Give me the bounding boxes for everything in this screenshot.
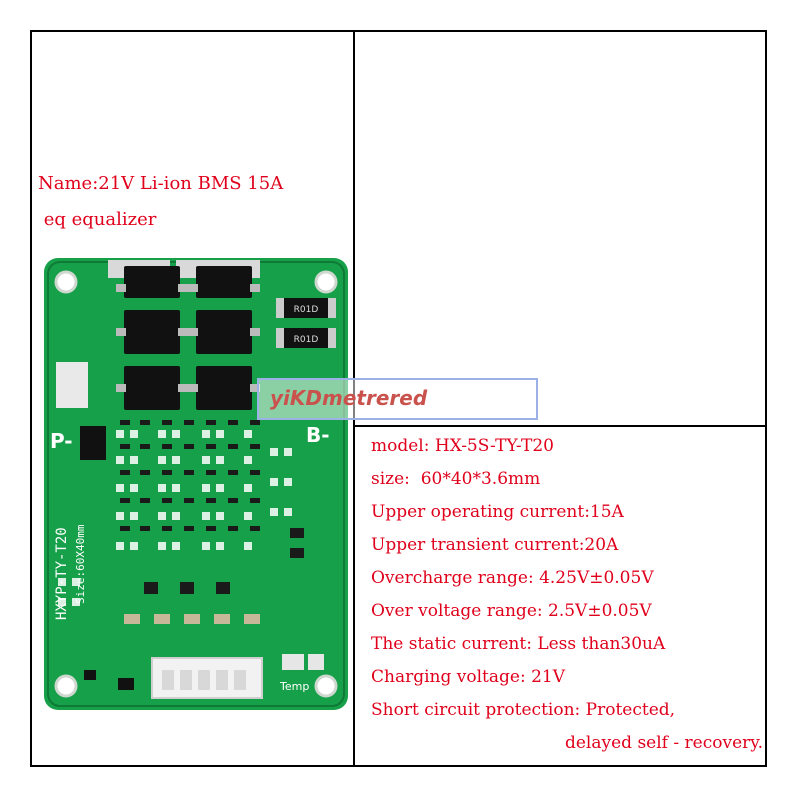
table-frame bbox=[30, 30, 767, 767]
spec-size: size: 60*40*3.6mm bbox=[371, 469, 541, 489]
spec-charging-voltage: Charging voltage: 21V bbox=[371, 667, 565, 687]
product-name-line-2: eq equalizer bbox=[38, 209, 157, 230]
mounting-hole bbox=[314, 270, 338, 294]
spec-short-circuit: Short circuit protection: Protected, bbox=[371, 700, 676, 720]
spec-list: model: HX-5S-TY-T20 size: 60*40*3.6mm Up… bbox=[371, 430, 763, 760]
temp-label: Temp bbox=[279, 680, 309, 693]
mounting-hole bbox=[314, 674, 338, 698]
spec-over-voltage-range: Over voltage range: 2.5V±0.05V bbox=[371, 601, 652, 621]
p-minus-label: P- bbox=[50, 429, 73, 453]
watermark-box bbox=[257, 378, 538, 420]
board-size-silkscreen: Size:60X40mm bbox=[74, 524, 87, 604]
product-name-line-1: Name:21V Li-ion BMS 15A bbox=[38, 173, 284, 194]
spec-model: model: HX-5S-TY-T20 bbox=[371, 436, 554, 456]
resistor-code: R01D bbox=[294, 305, 319, 315]
b-minus-label: B- bbox=[306, 423, 330, 447]
spec-short-circuit-continued: delayed self - recovery. bbox=[564, 733, 763, 753]
pcb-substrate bbox=[44, 258, 348, 710]
spec-transient-current: Upper transient current:20A bbox=[371, 535, 619, 555]
watermark-text: yiKDmetrered bbox=[270, 386, 428, 410]
board-model-silkscreen: HXYP-TY-T20 bbox=[54, 527, 70, 620]
spec-overcharge-range: Overcharge range: 4.25V±0.05V bbox=[371, 568, 654, 588]
product-name: Name:21V Li-ion BMS 15A eq equalizer bbox=[38, 166, 283, 238]
table-divider-horizontal bbox=[353, 425, 767, 427]
pcb-board-image: R01D R01D P- B- HXYP-TY-T20 Size:60X40mm… bbox=[44, 258, 348, 710]
mounting-hole bbox=[54, 674, 78, 698]
spec-static-current: The static current: Less than30uA bbox=[371, 634, 666, 654]
mounting-hole bbox=[54, 270, 78, 294]
spec-operating-current: Upper operating current:15A bbox=[371, 502, 624, 522]
resistor-code: R01D bbox=[294, 335, 319, 345]
